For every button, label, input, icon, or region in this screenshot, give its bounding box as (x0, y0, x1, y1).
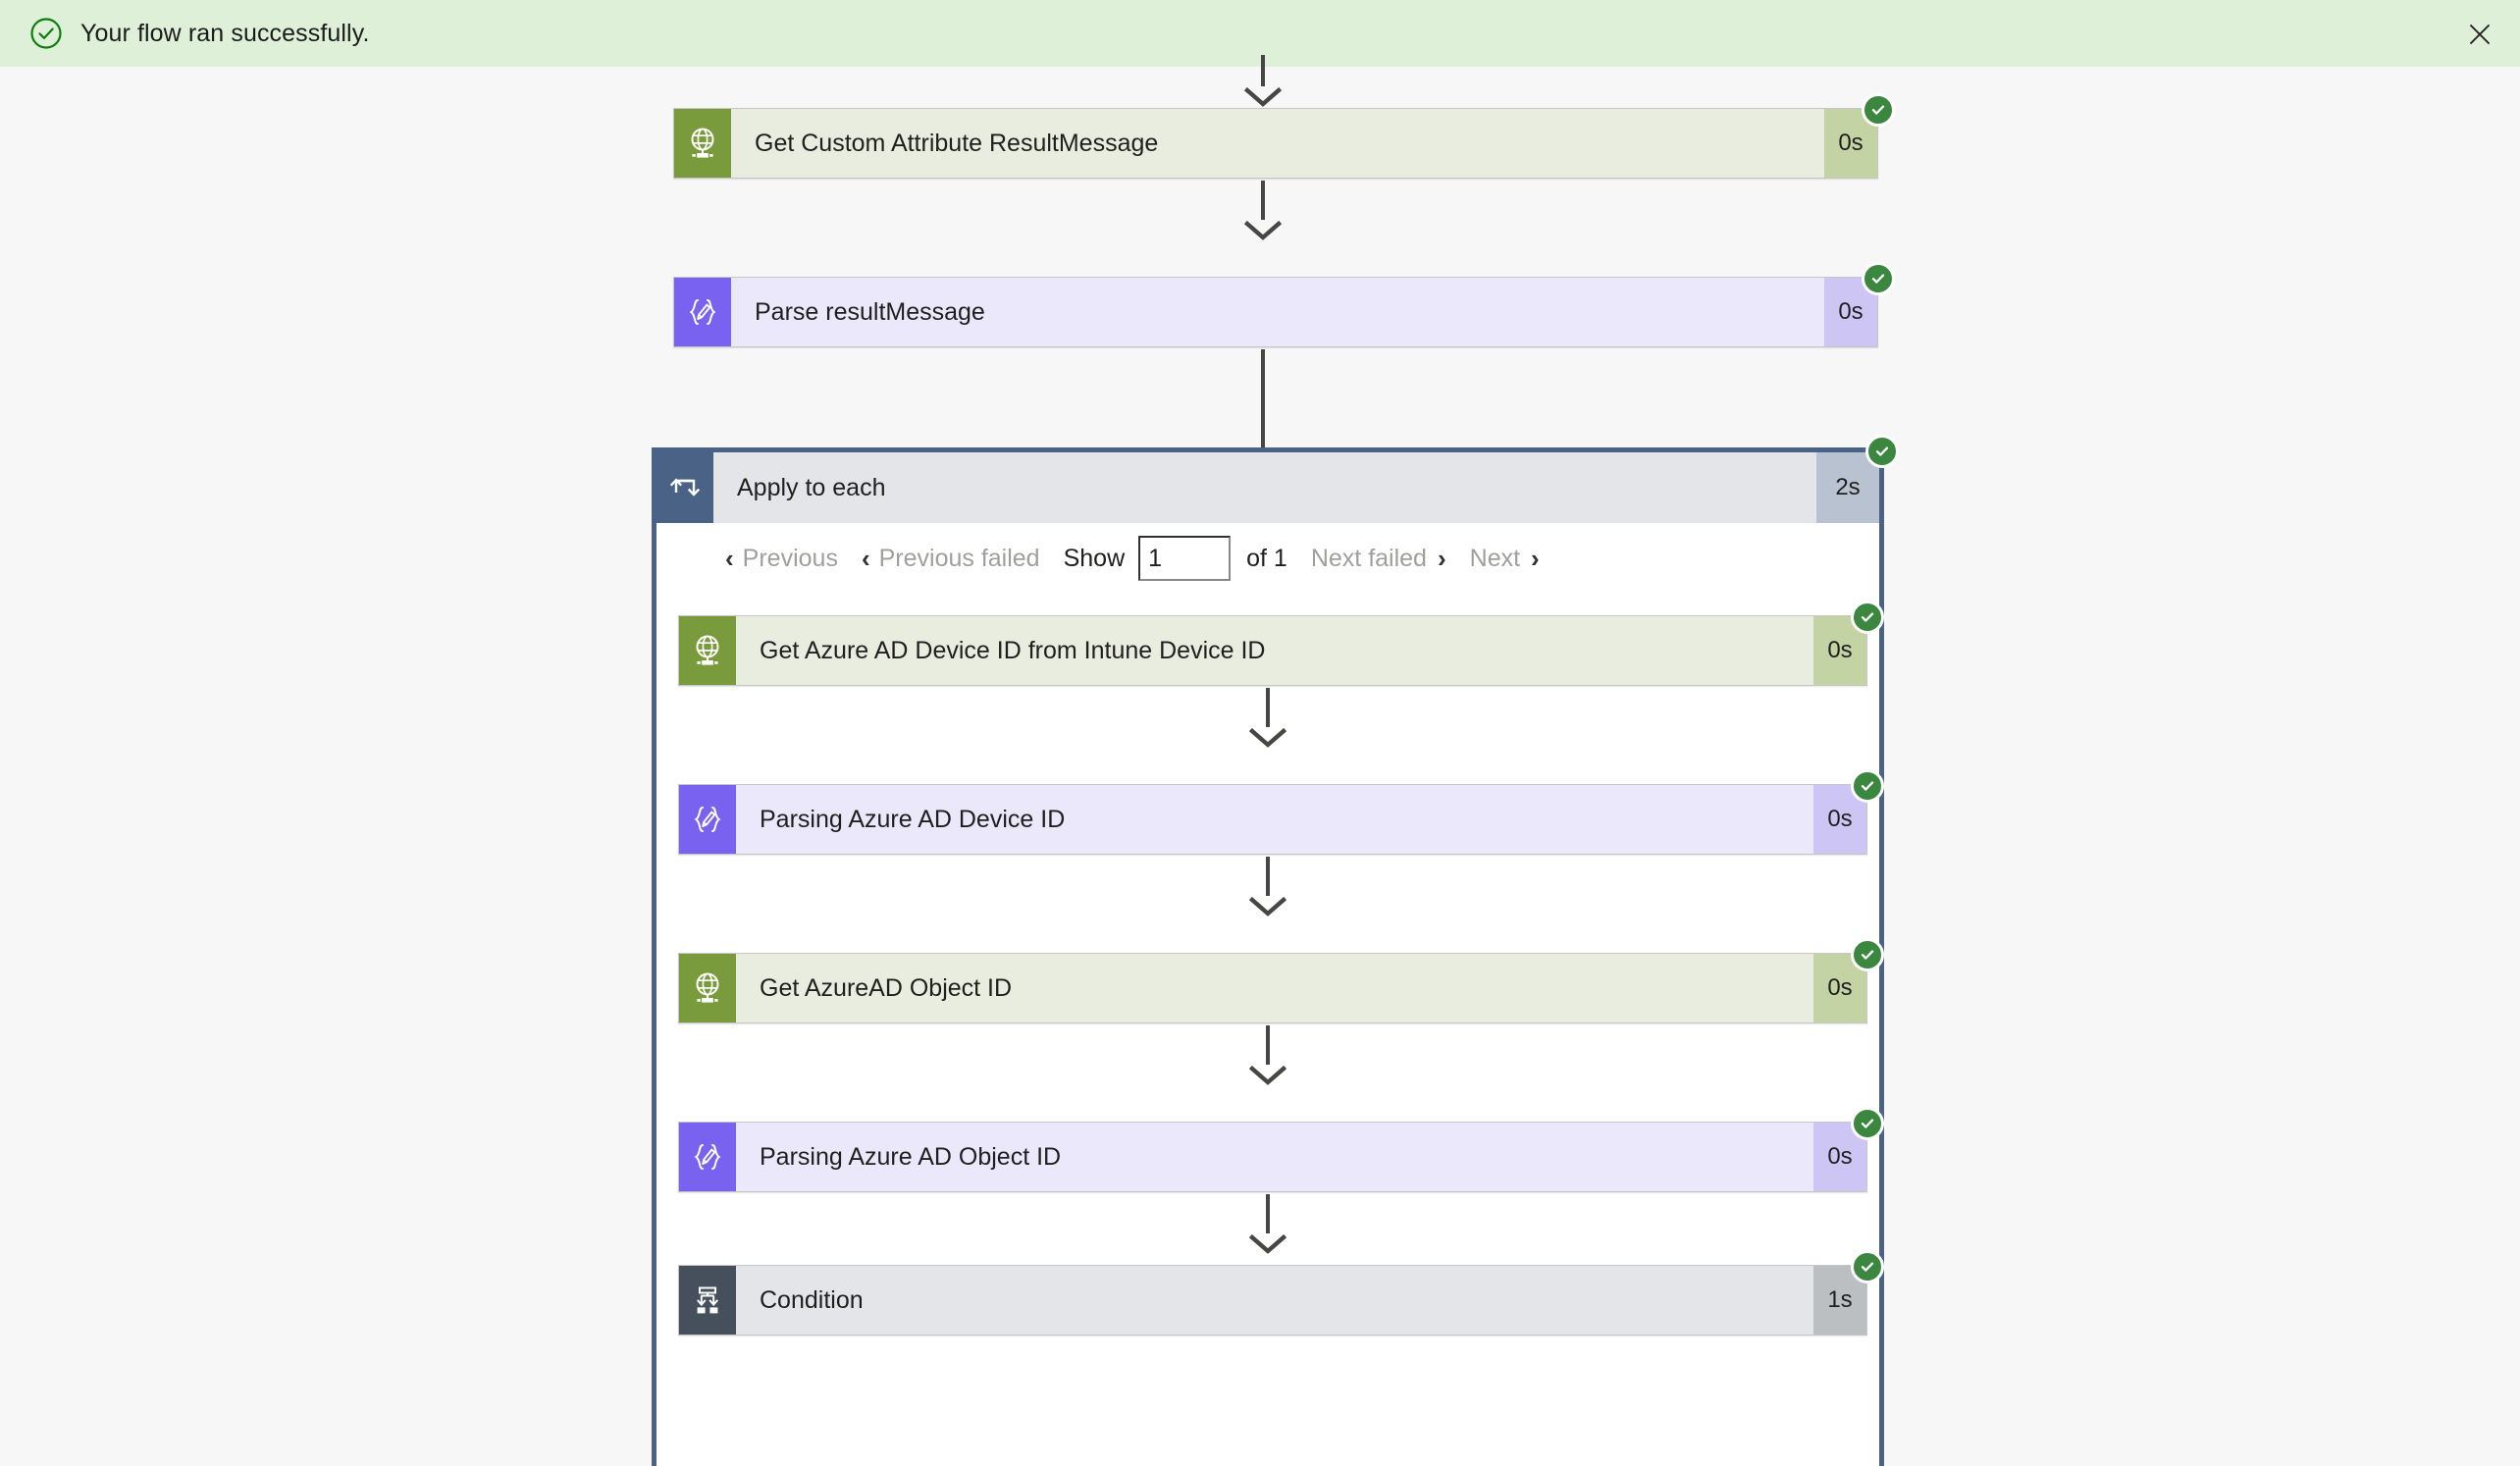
action-title: Get AzureAD Object ID (760, 973, 1013, 1002)
card-body: Parse resultMessage 0s (731, 278, 1877, 346)
arrow-head-icon (1242, 219, 1284, 245)
http-globe-icon (674, 109, 731, 178)
pager-previous-button[interactable]: ‹ Previous (725, 545, 838, 573)
card-body: Parsing Azure AD Object ID 0s (736, 1123, 1866, 1191)
flow-canvas: Get Custom Attribute ResultMessage 0s (0, 55, 2520, 1466)
action-title: Parsing Azure AD Object ID (760, 1142, 1062, 1171)
pager-of-label: of 1 (1246, 544, 1287, 572)
status-badge-succeeded (1851, 1250, 1884, 1283)
scope-pager: ‹ Previous ‹ Previous failed Show of 1 N… (656, 523, 1879, 594)
arrow-head-icon (1247, 895, 1288, 921)
http-globe-icon (679, 616, 736, 685)
parse-json-icon (674, 278, 731, 346)
chevron-right-icon: › (1531, 544, 1540, 573)
condition-branch-icon (679, 1266, 736, 1335)
action-card-condition[interactable]: Condition 1s (678, 1250, 1884, 1335)
card-body: Get Custom Attribute ResultMessage 0s (731, 109, 1877, 178)
connector-arrow (1247, 688, 1288, 753)
arrow-head-icon (1247, 1064, 1288, 1090)
parse-json-icon (679, 1123, 736, 1191)
close-icon[interactable] (2461, 16, 2498, 53)
pager-next-button[interactable]: Next › (1470, 545, 1540, 573)
action-title: Get Azure AD Device ID from Intune Devic… (760, 636, 1266, 664)
card-body: Condition 1s (736, 1266, 1866, 1335)
scope-title: Apply to each (737, 473, 886, 501)
chevron-left-icon: ‹ (725, 544, 734, 573)
chevron-left-icon: ‹ (861, 544, 870, 573)
scope-apply-to-each: Apply to each 2s ‹ Previous ‹ Previous f… (652, 435, 1899, 1466)
pager-page-input[interactable] (1138, 536, 1232, 581)
status-badge-succeeded (1851, 769, 1884, 803)
action-title: Get Custom Attribute ResultMessage (755, 129, 1159, 157)
action-title: Condition (760, 1285, 864, 1314)
pager-previous-label: Previous (742, 544, 838, 572)
connector-arrow (1247, 1025, 1288, 1090)
action-duration: 0s (1824, 109, 1877, 178)
action-title: Parsing Azure AD Device ID (760, 805, 1066, 833)
parse-json-icon (679, 785, 736, 854)
status-badge-succeeded (1862, 93, 1895, 127)
action-card-parse-resultmessage[interactable]: Parse resultMessage 0s (673, 262, 1895, 347)
banner-message: Your flow ran successfully. (80, 19, 370, 47)
action-card-get-azuread-object-id[interactable]: Get AzureAD Object ID 0s (678, 938, 1884, 1023)
status-badge-succeeded (1851, 601, 1884, 634)
loop-icon (656, 452, 713, 523)
action-card-get-custom-attribute-resultmessage[interactable]: Get Custom Attribute ResultMessage 0s (673, 93, 1895, 179)
arrow-head-icon (1247, 1232, 1288, 1259)
action-card-parsing-azure-ad-object-id[interactable]: Parsing Azure AD Object ID 0s (678, 1107, 1884, 1192)
connector-arrow (1242, 55, 1284, 112)
pager-next-label: Next (1469, 544, 1521, 572)
arrow-head-icon (1242, 85, 1284, 112)
action-title: Parse resultMessage (755, 297, 985, 326)
http-globe-icon (679, 954, 736, 1022)
scope-duration: 2s (1816, 452, 1879, 523)
card-body: Parsing Azure AD Device ID 0s (736, 785, 1866, 854)
success-banner: Your flow ran successfully. (0, 0, 2520, 67)
action-card-get-azure-ad-device-id[interactable]: Get Azure AD Device ID from Intune Devic… (678, 601, 1884, 686)
action-card-parsing-azure-ad-device-id[interactable]: Parsing Azure AD Device ID 0s (678, 769, 1884, 855)
connector-arrow (1242, 181, 1284, 245)
pager-next-failed-label: Next failed (1310, 544, 1427, 572)
chevron-right-icon: › (1437, 544, 1446, 573)
status-badge-succeeded (1865, 435, 1899, 468)
connector-arrow (1247, 1194, 1288, 1259)
pager-previous-failed-button[interactable]: ‹ Previous failed (862, 545, 1040, 573)
status-badge-succeeded (1851, 1107, 1884, 1140)
status-badge-succeeded (1862, 262, 1895, 295)
status-badge-succeeded (1851, 938, 1884, 971)
pager-show-label: Show (1063, 544, 1126, 572)
connector-arrow (1247, 857, 1288, 921)
pager-previous-failed-label: Previous failed (878, 544, 1040, 572)
card-body: Get Azure AD Device ID from Intune Devic… (736, 616, 1866, 685)
check-circle-icon (29, 17, 63, 50)
pager-next-failed-button[interactable]: Next failed › (1311, 545, 1446, 573)
arrow-head-icon (1247, 726, 1288, 753)
scope-header[interactable]: Apply to each 2s (656, 435, 1899, 523)
card-body: Get AzureAD Object ID 0s (736, 954, 1866, 1022)
